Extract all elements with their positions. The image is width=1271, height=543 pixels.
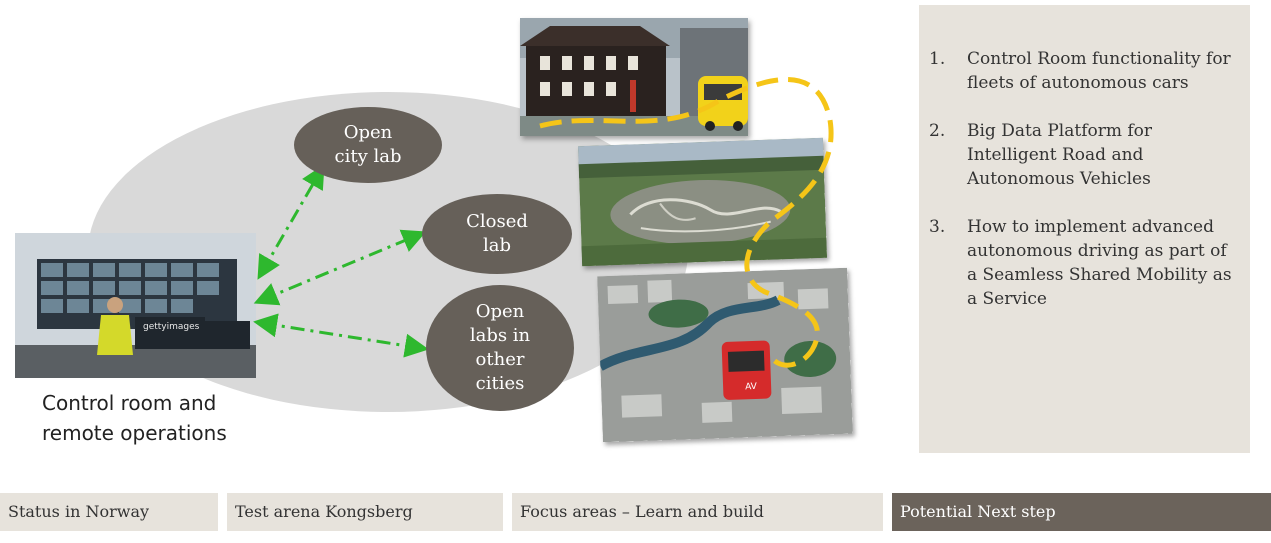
closed-lab-photo — [577, 137, 828, 267]
node-open-city-lab-label: Open city lab — [334, 122, 402, 167]
control-room-photo: gettyimages — [15, 233, 256, 378]
focus-item-text: Big Data Platform for Intelligent Road a… — [967, 121, 1153, 189]
bus-label: AV — [745, 382, 758, 392]
arrow-control-to-other-cities — [253, 313, 429, 358]
focus-item-text: Control Room functionality for fleets of… — [967, 49, 1231, 93]
focus-item-number: 1. — [929, 49, 946, 69]
focus-areas-panel: 1. Control Room functionality for fleets… — [919, 5, 1250, 453]
focus-item-number: 3. — [929, 217, 946, 237]
node-open-city-lab: Open city lab — [294, 107, 442, 183]
tab-label: Test arena Kongsberg — [235, 502, 413, 521]
focus-item-number: 2. — [929, 121, 946, 141]
section-tabs: Status in Norway Test arena Kongsberg Fo… — [0, 493, 1271, 533]
arrow-control-to-open-city-lab — [257, 164, 325, 280]
focus-item-text: How to implement advanced autonomous dri… — [967, 217, 1232, 309]
control-room-caption: Control room and remote operations — [42, 391, 227, 445]
arrow-control-to-closed-lab — [253, 229, 427, 306]
route-path — [539, 77, 834, 368]
tab-label: Potential Next step — [900, 502, 1056, 521]
node-open-labs-other-cities-label: Open labs in other cities — [469, 301, 531, 394]
tab-label: Focus areas – Learn and build — [520, 502, 764, 521]
focus-item: 3. How to implement advanced autonomous … — [929, 215, 1236, 311]
focus-list: 1. Control Room functionality for fleets… — [919, 5, 1250, 311]
focus-item: 2. Big Data Platform for Intelligent Roa… — [929, 119, 1236, 191]
open-labs-other-cities-photo: AV — [597, 267, 853, 443]
tab-test-arena-kongsberg[interactable]: Test arena Kongsberg — [227, 493, 503, 531]
node-closed-lab: Closed lab — [422, 194, 572, 274]
tab-potential-next-step[interactable]: Potential Next step — [892, 493, 1271, 531]
tab-status-in-norway[interactable]: Status in Norway — [0, 493, 218, 531]
open-city-lab-photo — [520, 18, 748, 136]
photo-watermark: gettyimages — [143, 322, 200, 332]
node-closed-lab-label: Closed lab — [466, 211, 528, 256]
node-open-labs-other-cities: Open labs in other cities — [426, 285, 574, 411]
tab-label: Status in Norway — [8, 502, 150, 521]
focus-item: 1. Control Room functionality for fleets… — [929, 47, 1236, 95]
tab-focus-areas[interactable]: Focus areas – Learn and build — [512, 493, 883, 531]
